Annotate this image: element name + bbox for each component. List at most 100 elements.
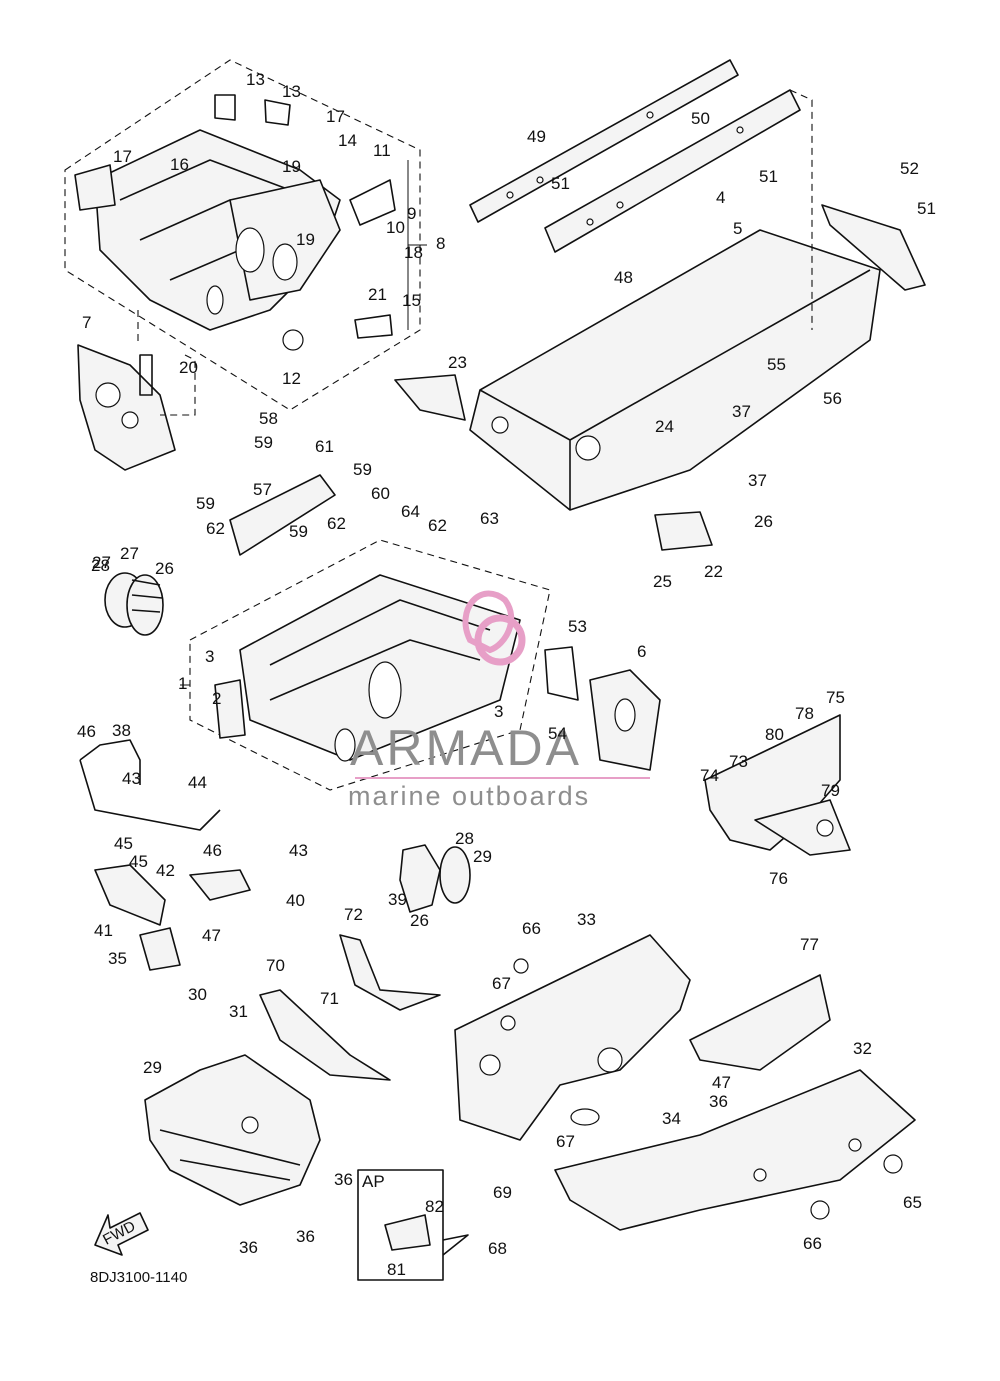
callout-28: 28 — [455, 829, 474, 848]
callout-31: 31 — [229, 1002, 248, 1021]
callout-3: 3 — [205, 647, 214, 666]
fwd-arrow — [94, 1212, 149, 1256]
ap-inset — [357, 1169, 469, 1281]
callout-13: 13 — [282, 82, 301, 101]
callout-74: 74 — [700, 766, 719, 785]
callout-13: 13 — [246, 70, 265, 89]
callout-43: 43 — [122, 769, 141, 788]
callout-7: 7 — [82, 313, 91, 332]
callout-76: 76 — [769, 869, 788, 888]
side-panel-part-76 — [704, 714, 851, 856]
callout-43: 43 — [289, 841, 308, 860]
upper-frame-assembly — [64, 59, 427, 411]
callout-55: 55 — [767, 355, 786, 374]
brand-logo-icon — [462, 590, 526, 666]
callout-36: 36 — [296, 1227, 315, 1246]
callout-65: 65 — [903, 1193, 922, 1212]
callout-64: 64 — [401, 502, 420, 521]
callout-59: 59 — [289, 522, 308, 541]
callout-14: 14 — [338, 131, 357, 150]
bracket-part-7 — [77, 310, 196, 471]
callout-28: 28 — [91, 556, 110, 575]
callout-19: 19 — [296, 230, 315, 249]
callout-36: 36 — [334, 1170, 353, 1189]
callout-15: 15 — [402, 291, 421, 310]
callout-39: 39 — [388, 890, 407, 909]
callout-59: 59 — [254, 433, 273, 452]
callout-67: 67 — [556, 1132, 575, 1151]
callout-71: 71 — [320, 989, 339, 1008]
callout-80: 80 — [765, 725, 784, 744]
callout-32: 32 — [853, 1039, 872, 1058]
callout-25: 25 — [653, 572, 672, 591]
callout-46: 46 — [77, 722, 96, 741]
callout-67: 67 — [492, 974, 511, 993]
callout-17: 17 — [326, 107, 345, 126]
callout-61: 61 — [315, 437, 334, 456]
main-frame-assembly — [180, 474, 661, 791]
callout-35: 35 — [108, 949, 127, 968]
callout-10: 10 — [386, 218, 405, 237]
callout-59: 59 — [353, 460, 372, 479]
callout-50: 50 — [691, 109, 710, 128]
callout-12: 12 — [282, 369, 301, 388]
callout-63: 63 — [480, 509, 499, 528]
callout-26: 26 — [410, 911, 429, 930]
callout-38: 38 — [112, 721, 131, 740]
callout-47: 47 — [712, 1073, 731, 1092]
callout-36: 36 — [709, 1092, 728, 1111]
callout-37: 37 — [748, 471, 767, 490]
callout-56: 56 — [823, 389, 842, 408]
boot-right — [399, 844, 471, 913]
callout-6: 6 — [637, 642, 646, 661]
callout-3: 3 — [494, 702, 503, 721]
callout-27: 27 — [120, 544, 139, 563]
callout-5: 5 — [733, 219, 742, 238]
callout-68: 68 — [488, 1239, 507, 1258]
callout-41: 41 — [94, 921, 113, 940]
rails-and-plate — [394, 59, 926, 551]
callout-46: 46 — [203, 841, 222, 860]
callout-4: 4 — [716, 188, 725, 207]
callout-8: 8 — [436, 234, 445, 253]
callout-62: 62 — [327, 514, 346, 533]
callout-60: 60 — [371, 484, 390, 503]
callout-51: 51 — [551, 174, 570, 193]
callout-75: 75 — [826, 688, 845, 707]
callout-9: 9 — [407, 204, 416, 223]
watermark-brand: ARMADA — [350, 720, 582, 776]
callout-73: 73 — [729, 752, 748, 771]
callout-70: 70 — [266, 956, 285, 975]
watermark-tagline: marine outboards — [348, 781, 590, 811]
callout-57: 57 — [253, 480, 272, 499]
callout-66: 66 — [522, 919, 541, 938]
callout-23: 23 — [448, 353, 467, 372]
callout-72: 72 — [344, 905, 363, 924]
inset-label: AP — [362, 1172, 385, 1191]
deck-part-34 — [454, 934, 691, 1141]
handle-part-39 — [79, 739, 251, 971]
callout-19: 19 — [282, 157, 301, 176]
callout-66: 66 — [803, 1234, 822, 1253]
callout-22: 22 — [704, 562, 723, 581]
hull-part-30 — [144, 1054, 321, 1206]
lower-covers — [259, 934, 441, 1081]
callout-78: 78 — [795, 704, 814, 723]
callout-59: 59 — [196, 494, 215, 513]
callout-45: 45 — [114, 834, 133, 853]
callout-69: 69 — [493, 1183, 512, 1202]
callout-27: 27 — [92, 553, 111, 572]
callout-34: 34 — [662, 1109, 681, 1128]
callout-82: 82 — [425, 1197, 444, 1216]
callout-20: 20 — [179, 358, 198, 377]
callout-18: 18 — [404, 243, 423, 262]
callout-81: 81 — [387, 1260, 406, 1279]
callout-30: 30 — [188, 985, 207, 1004]
callout-47: 47 — [202, 926, 221, 945]
callout-29: 29 — [473, 847, 492, 866]
callout-44: 44 — [188, 773, 207, 792]
callout-24: 24 — [655, 417, 674, 436]
callout-77: 77 — [800, 935, 819, 954]
callout-2: 2 — [212, 689, 221, 708]
